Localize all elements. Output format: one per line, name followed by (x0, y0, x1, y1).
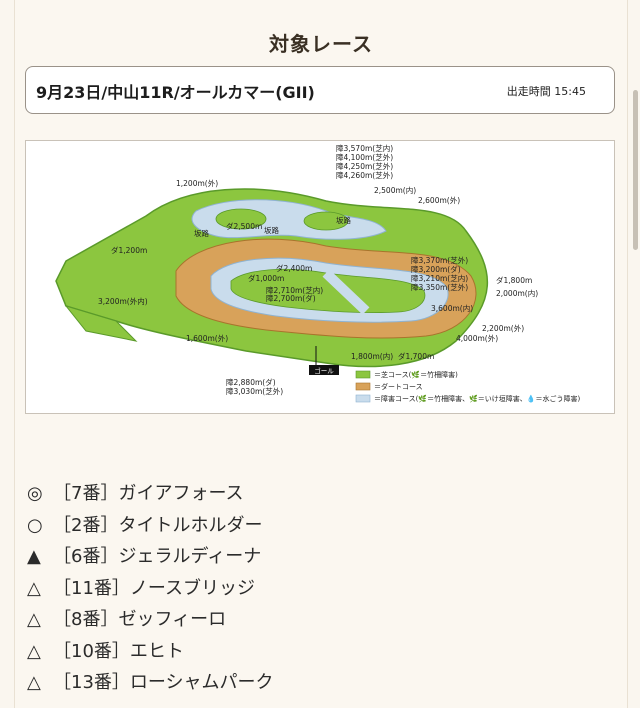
label-3200-out: 3,200m(外内) (98, 296, 148, 306)
scrollbar-thumb[interactable] (633, 90, 638, 250)
race-panel: 対象レース 9月23日/中山11R/オールカマー(GII) 出走時間 15:45… (14, 0, 628, 708)
label-d2400: ダ2,400m (276, 263, 312, 273)
prediction-row: △ ［10番］エヒト (27, 636, 617, 668)
prediction-mark: ○ (27, 514, 43, 536)
legend-dirt: ＝ダートコース (374, 382, 423, 391)
steeple-right-label-4: 障3,350m(芝外) (411, 282, 468, 292)
steeple-top-label-4: 障4,260m(芝外) (336, 170, 393, 180)
prediction-horse: ［11番］ノースブリッジ (53, 577, 256, 599)
prediction-mark: △ (27, 577, 41, 599)
prediction-mark: △ (27, 609, 41, 630)
saka-label-mid: 坂路 (264, 225, 279, 235)
start-time: 出走時間 15:45 (506, 85, 586, 98)
label-d1200: ダ1,200m (111, 245, 147, 255)
label-1600-out: 1,600m(外) (186, 333, 228, 343)
label-1200-out: 1,200m(外) (176, 178, 218, 188)
label-4000-out: 4,000m(外) (456, 333, 498, 343)
label-d1700: ダ1,700m (398, 351, 434, 361)
prediction-mark: ▲ (27, 546, 41, 567)
steeple-top-label-3: 障4,250m(芝外) (336, 161, 393, 171)
prediction-horse: ［8番］ゼッフィーロ (53, 609, 227, 630)
label-3600: 3,600m(内) (431, 303, 473, 313)
prediction-horse: ［2番］タイトルホルダー (53, 514, 263, 536)
prediction-mark: △ (27, 640, 41, 662)
label-2710: 障2,710m(芝内) (266, 285, 323, 295)
saka-label-right: 坂路 (336, 215, 351, 225)
prediction-horse: ［10番］エヒト (53, 640, 184, 662)
race-info-box: 9月23日/中山11R/オールカマー(GII) 出走時間 15:45 (25, 66, 615, 114)
label-d1000: ダ1,000m (248, 273, 284, 283)
page-scrollbar[interactable] (632, 0, 638, 708)
prediction-mark: ◎ (27, 483, 43, 504)
prediction-mark: △ (27, 672, 41, 693)
label-d1800: ダ1,800m (496, 275, 532, 285)
prediction-row: △ ［11番］ノースブリッジ (27, 573, 617, 605)
label-2000-in: 2,000m(内) (496, 288, 538, 298)
prediction-horse: ［13番］ローシャムパーク (53, 672, 274, 693)
goal-label: ゴール (314, 366, 334, 375)
legend-steeple: ＝障害コース(🌿＝竹柵障害、🌿＝いけ垣障害、💧＝水ごう障害) (374, 394, 581, 403)
label-1800-in: 1,800m(内) (351, 351, 393, 361)
prediction-row: △ ［8番］ゼッフィーロ (27, 604, 617, 636)
steeple-bottom-label-1: 障2,880m(ダ) (226, 377, 276, 387)
steeple-top-label-1: 障3,570m(芝内) (336, 143, 393, 153)
prediction-row: △ ［13番］ローシャムパーク (27, 667, 617, 699)
label-2700: 障2,700m(ダ) (266, 293, 316, 303)
legend-turf: ＝芝コース(🌿＝竹柵障害) (374, 370, 458, 379)
saka-label-left: 坂路 (194, 228, 209, 238)
steeple-top-label-2: 障4,100m(芝外) (336, 152, 393, 162)
course-map: ゴール 障3,570m(芝内) 障4,100m(芝外) 障4,250m(芝外) … (25, 140, 615, 414)
label-2600-out: 2,600m(外) (418, 195, 460, 205)
steeple-right-label-1: 障3,370m(芝外) (411, 255, 468, 265)
prediction-row: ◎ ［7番］ガイアフォース (27, 478, 617, 510)
prediction-row: ○ ［2番］タイトルホルダー (27, 510, 617, 542)
race-name: 9月23日/中山11R/オールカマー(GII) (36, 83, 315, 102)
section-title: 対象レース (269, 32, 373, 56)
course-map-svg: ゴール 障3,570m(芝内) 障4,100m(芝外) 障4,250m(芝外) … (55, 143, 581, 403)
prediction-horse: ［6番］ジェラルディーナ (53, 546, 262, 567)
label-2500-in: 2,500m(内) (374, 185, 416, 195)
steeple-right-label-3: 障3,210m(芝内) (411, 273, 468, 283)
label-d2500: ダ2,500m (226, 221, 262, 231)
turf-infield (230, 268, 426, 314)
steeple-bottom-label-2: 障3,030m(芝外) (226, 386, 283, 396)
label-2200-out: 2,200m(外) (482, 323, 524, 333)
prediction-row: ▲ ［6番］ジェラルディーナ (27, 541, 617, 573)
steeple-right-label-2: 障3,200m(ダ) (411, 264, 461, 274)
prediction-horse: ［7番］ガイアフォース (53, 483, 244, 504)
prediction-list: ◎ ［7番］ガイアフォース ○ ［2番］タイトルホルダー ▲ ［6番］ジェラルディーナ… (27, 478, 617, 699)
